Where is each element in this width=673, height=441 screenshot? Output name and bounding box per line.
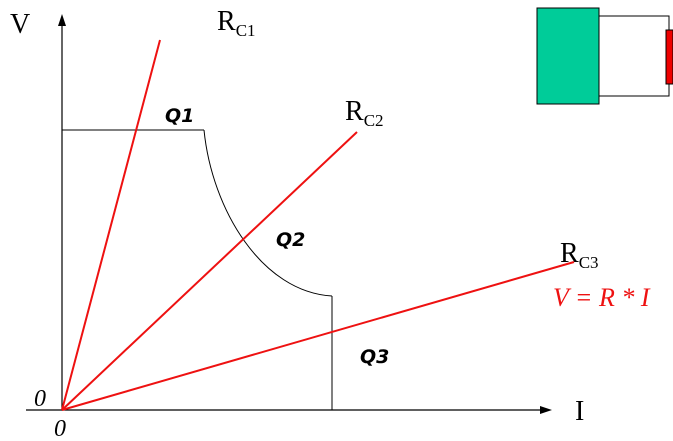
- axes: [26, 14, 552, 414]
- x-axis-arrowhead: [540, 406, 552, 414]
- label-rc2-sub: C2: [364, 111, 384, 130]
- region-q1-label: Q1: [165, 105, 194, 127]
- origin-label-left: 0: [34, 386, 46, 412]
- x-axis-label: I: [575, 396, 584, 427]
- wire-top: [599, 15, 670, 30]
- power-hyperbola: [203, 129, 333, 297]
- circuit-schematic: [536, 7, 673, 105]
- label-rc1-sub: C1: [236, 21, 256, 40]
- wire-bottom: [599, 84, 670, 97]
- source-box: [536, 7, 600, 105]
- label-rc3: RC3: [560, 238, 599, 272]
- label-rc3-sub: C3: [579, 253, 599, 272]
- load-line-rc3: [61, 261, 575, 411]
- label-rc1: RC1: [217, 6, 256, 40]
- origin-label-below: 0: [54, 416, 66, 441]
- power-limit-boundary: [62, 129, 333, 410]
- region-q2-label: Q2: [276, 229, 305, 251]
- load-line-rc1: [61, 39, 161, 411]
- y-axis-arrowhead: [58, 14, 66, 26]
- ohms-law-formula: V = R * I: [553, 283, 651, 312]
- label-rc2-main: R: [345, 96, 364, 127]
- resistor-icon: [665, 29, 673, 85]
- y-axis-label: V: [10, 9, 30, 40]
- label-rc3-main: R: [560, 238, 579, 269]
- region-q3-label: Q3: [360, 346, 389, 368]
- load-lines: [61, 39, 575, 411]
- load-line-rc2: [61, 131, 358, 411]
- label-rc1-main: R: [217, 6, 236, 37]
- label-rc2: RC2: [345, 96, 384, 130]
